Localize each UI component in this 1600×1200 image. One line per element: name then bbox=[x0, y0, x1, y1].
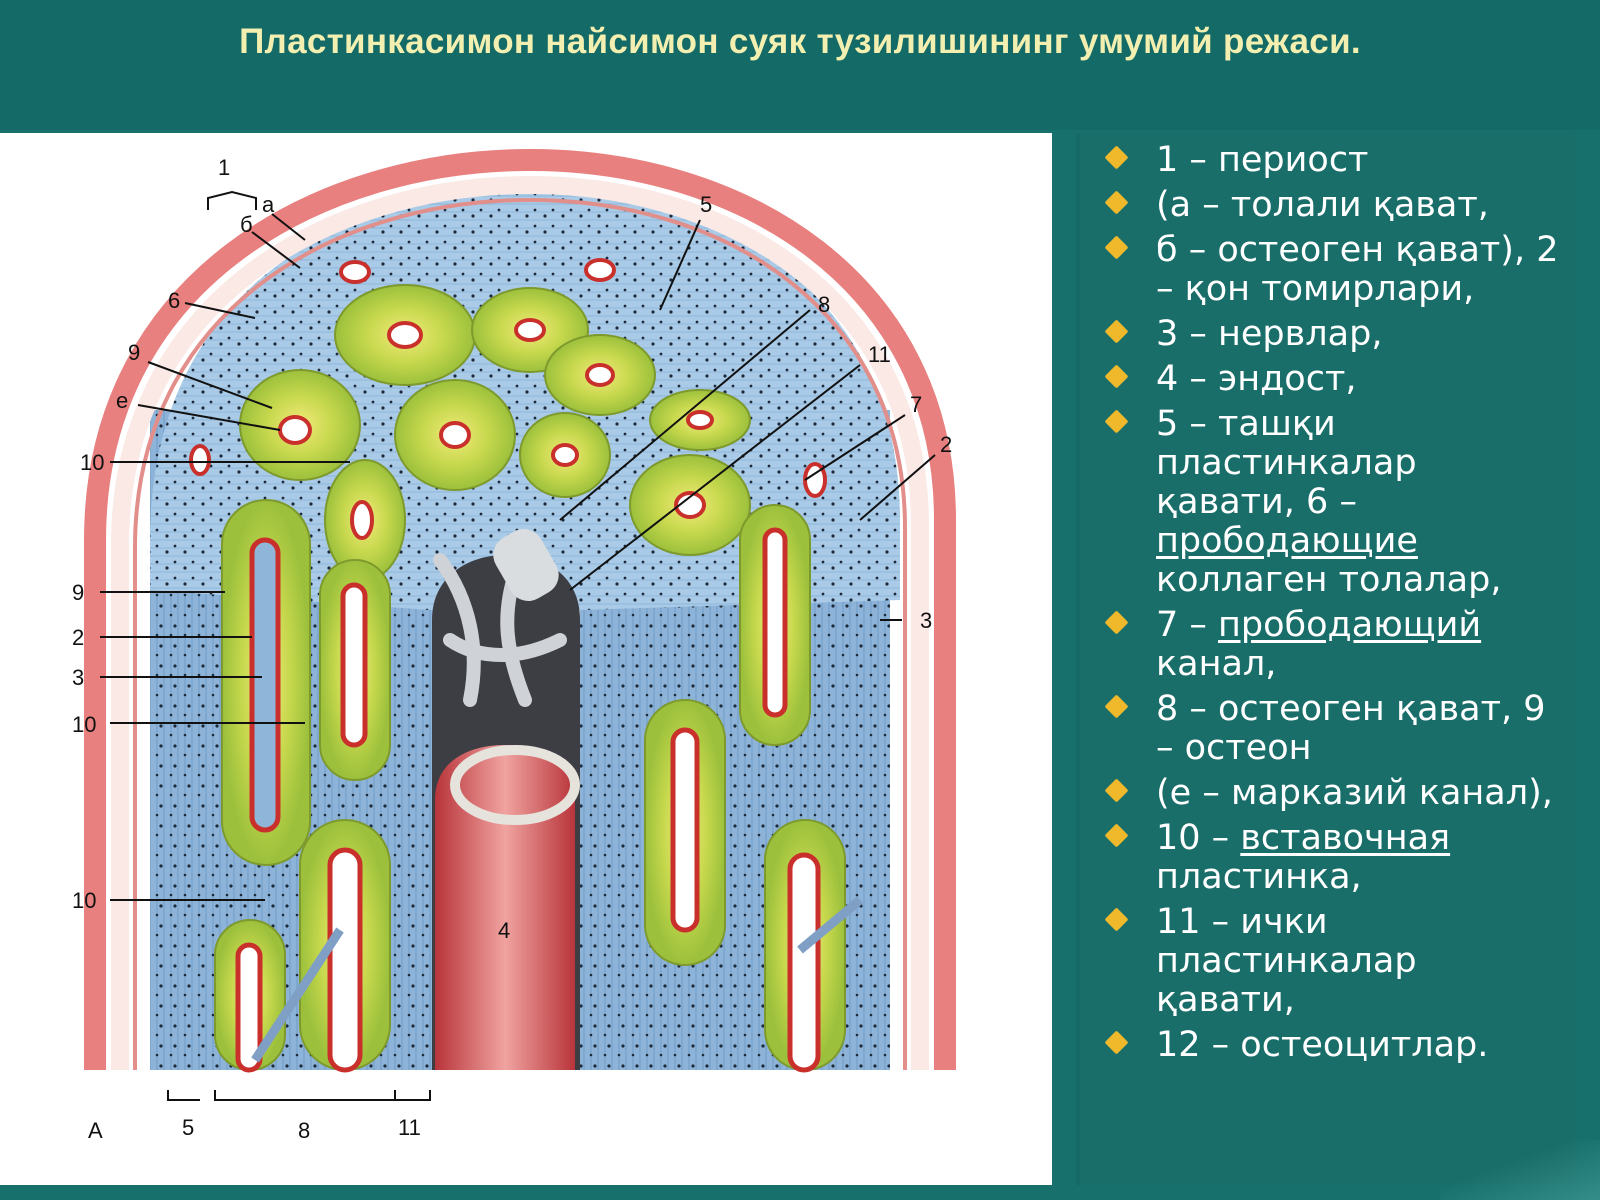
legend-item: 12 – остеоцитлар. bbox=[1080, 1026, 1565, 1065]
diamond-bullet-icon bbox=[1104, 1030, 1129, 1055]
diamond-bullet-icon bbox=[1104, 907, 1129, 932]
label-2-right: 2 bbox=[940, 432, 952, 457]
label-5-top: 5 bbox=[700, 192, 712, 217]
label-11-bottom: 11 bbox=[398, 1115, 421, 1140]
osteons-dome bbox=[189, 258, 827, 581]
legend-item-text: (е – марказий канал), bbox=[1156, 773, 1553, 813]
label-3-right: 3 bbox=[920, 608, 932, 633]
diamond-bullet-icon bbox=[1104, 364, 1129, 389]
label-9-b: 9 bbox=[72, 580, 84, 605]
bone-diagram: 1 а б 5 6 8 9 11 е 7 10 2 9 2 3 3 10 10 … bbox=[0, 133, 1052, 1185]
legend-item-text: прободающие bbox=[1156, 521, 1418, 561]
legend-item: б – остеоген қават), 2 – қон томирлари, bbox=[1080, 231, 1565, 309]
label-8-bottom: 8 bbox=[298, 1118, 310, 1143]
label-1: 1 bbox=[218, 155, 230, 180]
diamond-bullet-icon bbox=[1104, 823, 1129, 848]
legend-item-text: пластинка, bbox=[1156, 857, 1362, 897]
diamond-bullet-icon bbox=[1104, 409, 1129, 434]
legend-item-text: 12 – остеоцитлар. bbox=[1156, 1025, 1489, 1065]
label-4: 4 bbox=[498, 918, 510, 943]
label-8-top: 8 bbox=[818, 292, 830, 317]
diamond-bullet-icon bbox=[1104, 694, 1129, 719]
label-6: 6 bbox=[168, 288, 180, 313]
label-11-top: 11 bbox=[868, 342, 891, 367]
legend-list: 1 – периост (а – толали қават, б – остеоге… bbox=[1080, 133, 1575, 1065]
legend-item: 5 – ташқи пластинкалар қавати, 6 – пробо… bbox=[1080, 405, 1565, 600]
label-a: а bbox=[262, 192, 275, 217]
legend-item: 1 – периост bbox=[1080, 141, 1565, 180]
diamond-bullet-icon bbox=[1104, 145, 1129, 170]
label-9-top: 9 bbox=[128, 340, 140, 365]
legend-item-text: 8 – остеоген қават, 9 – остеон bbox=[1156, 689, 1546, 768]
legend-item-text: 7 – bbox=[1156, 605, 1219, 645]
legend-item-text: коллаген толалар, bbox=[1156, 560, 1502, 600]
legend-item-text: 10 – bbox=[1156, 818, 1241, 858]
page-title: Пластинкасимон найсимон суяк тузилишинин… bbox=[239, 22, 1361, 61]
label-10-b: 10 bbox=[72, 712, 96, 737]
legend-item-text: 1 – периост bbox=[1156, 140, 1369, 180]
label-10-a: 10 bbox=[80, 450, 104, 475]
legend-item-text: 5 – ташқи пластинкалар қавати, 6 – bbox=[1156, 404, 1417, 522]
legend-item: 7 – прободающий канал, bbox=[1080, 606, 1565, 684]
label-3-b: 3 bbox=[72, 665, 84, 690]
legend-item: 4 – эндост, bbox=[1080, 360, 1565, 399]
legend-item-text: канал, bbox=[1156, 644, 1277, 684]
osteons-longitudinal bbox=[214, 499, 863, 1073]
legend-item: 11 – ички пластинкалар қавати, bbox=[1080, 903, 1565, 1020]
legend-item-text: б – остеоген қават), 2 – қон томирлари, bbox=[1156, 230, 1559, 309]
legend-item-text: прободающий bbox=[1218, 605, 1482, 645]
label-e: е bbox=[116, 388, 128, 413]
label-5-bottom: 5 bbox=[182, 1115, 194, 1140]
legend-item-text: 11 – ички пластинкалар қавати, bbox=[1156, 902, 1417, 1020]
diamond-bullet-icon bbox=[1104, 610, 1129, 635]
pointer-lines bbox=[100, 190, 936, 1101]
bone-illustration: 1 а б 5 6 8 9 11 е 7 10 2 9 2 3 3 10 10 … bbox=[72, 148, 956, 1143]
legend-item: 3 – нервлар, bbox=[1080, 315, 1565, 354]
legend-item: 8 – остеоген қават, 9 – остеон bbox=[1080, 690, 1565, 768]
diamond-bullet-icon bbox=[1104, 778, 1129, 803]
corner-decoration bbox=[1440, 1140, 1600, 1200]
legend-item-text: 4 – эндост, bbox=[1156, 359, 1357, 399]
label-A: А bbox=[88, 1118, 103, 1143]
diamond-bullet-icon bbox=[1104, 190, 1129, 215]
label-7: 7 bbox=[910, 392, 922, 417]
diamond-bullet-icon bbox=[1104, 235, 1129, 260]
legend-item: (а – толали қават, bbox=[1080, 186, 1565, 225]
legend-item: (е – марказий канал), bbox=[1080, 774, 1565, 813]
label-b: б bbox=[240, 212, 253, 237]
diamond-bullet-icon bbox=[1104, 319, 1129, 344]
periosteum-inner bbox=[111, 175, 929, 1070]
legend-item-text: (а – толали қават, bbox=[1156, 185, 1489, 225]
medullary-cavity bbox=[432, 529, 580, 1070]
legend-item-text: 3 – нервлар, bbox=[1156, 314, 1383, 354]
legend-item: 10 – вставочная пластинка, bbox=[1080, 819, 1565, 897]
legend-panel: 1 – периост (а – толали қават, б – остеоге… bbox=[1080, 133, 1575, 1185]
label-2-b: 2 bbox=[72, 625, 84, 650]
periosteum-outer bbox=[84, 148, 956, 1070]
label-10-c: 10 bbox=[72, 888, 96, 913]
legend-item-text: вставочная bbox=[1240, 818, 1451, 858]
header-band bbox=[0, 0, 1600, 130]
